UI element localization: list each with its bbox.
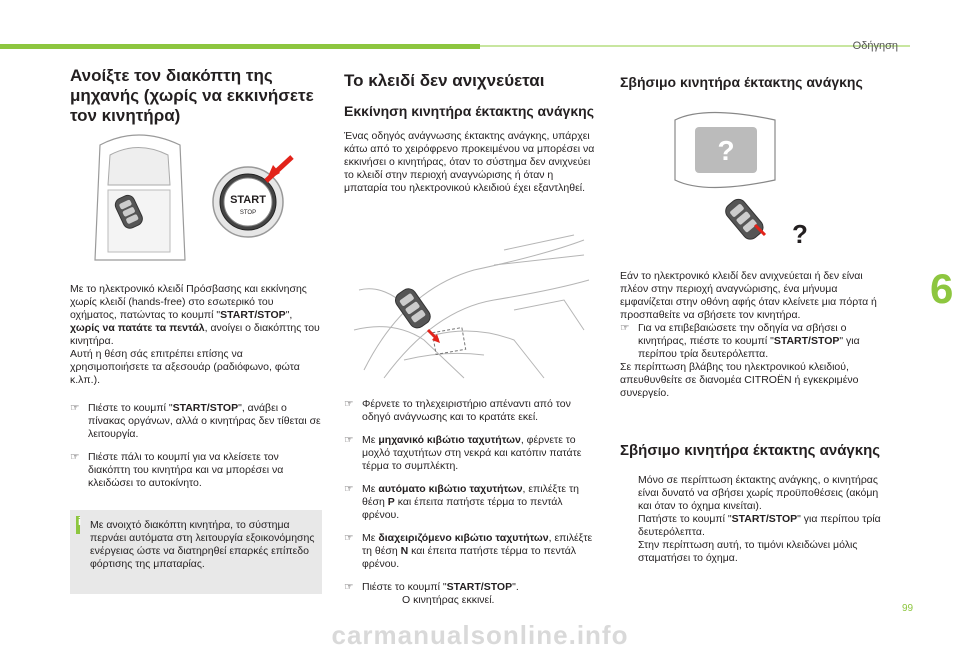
key-question-mark: ? — [792, 219, 808, 249]
text: ", — [285, 309, 293, 321]
chapter-number: 6 — [930, 265, 954, 312]
pointer-icon: ☞ — [620, 322, 630, 334]
middle-intro: Ένας οδηγός ανάγνωσης έκτακτης ανάγκης, … — [344, 130, 595, 194]
text: Πατήστε το κουμπί " — [638, 513, 732, 525]
start-button-illustration: START STOP — [70, 125, 322, 267]
console-key-svg — [353, 234, 590, 379]
text: Με — [362, 532, 379, 544]
text-bold: START/STOP — [172, 402, 239, 414]
left-title: Ανοίξτε τον διακόπτη της μηχανής (χωρίς … — [70, 66, 314, 125]
start-label: START — [230, 194, 266, 206]
bullet-item: ☞ Με αυτόματο κιβώτιο ταχυτήτων, επιλέξτ… — [344, 483, 596, 522]
key-not-detected-illustration: ? ? — [650, 105, 820, 255]
right-title-1: Σβήσιμο κινητήρα έκτακτης ανάγκης — [620, 74, 863, 90]
text: και έπειτα πατήστε τέρμα το πεντάλ φρένο… — [362, 496, 563, 521]
right-section-2: Σβήσιμο κινητήρα έκτακτης ανάγκης — [620, 442, 882, 459]
text: Πιέστε πάλι το κουμπί για να κλείσετε το… — [88, 451, 284, 489]
left-intro-paragraph-2: Αυτή η θέση σάς επιτρέπει επίσης να χρησ… — [70, 348, 300, 386]
right-section-2-body: Μόνο σε περίπτωση έκτακτης ανάγκης, ο κι… — [638, 474, 886, 565]
text: Ο κινητήρας εκκινεί. — [402, 594, 495, 606]
middle-column: Το κλειδί δεν ανιχνεύεται Εκκίνηση κινητ… — [344, 71, 596, 195]
right-body: Εάν το ηλεκτρονικό κλειδί δεν ανιχνεύετα… — [620, 270, 882, 400]
bullet-item: ☞ Για να επιβεβαιώσετε την οδηγία να σβή… — [620, 322, 882, 361]
text: Πιέστε το κουμπί " — [362, 581, 447, 593]
text: Με — [362, 483, 379, 495]
watermark: carmanualsonline.info — [331, 620, 629, 650]
pointer-icon: ☞ — [70, 402, 80, 414]
info-icon-letter: i — [78, 516, 82, 528]
text: , ανοίγει ο διακόπτης του κινητήρα. — [70, 322, 320, 347]
text: Με — [362, 434, 379, 446]
car-question-svg: ? ? — [674, 111, 808, 249]
bullet-item: ☞ Πιέστε πάλι το κουμπί για να κλείσετε … — [70, 451, 322, 490]
right-paragraph-4: Πατήστε το κουμπί "START/STOP" για περίπ… — [638, 513, 886, 539]
text-bold: START/STOP — [773, 335, 840, 347]
info-box: i Με ανοιχτό διακόπτη κινητήρα, το σύστη… — [70, 510, 322, 594]
info-text: Με ανοιχτό διακόπτη κινητήρα, το σύστημα… — [90, 519, 315, 570]
text: και έπειτα πατήστε τέρμα το πεντάλ φρένο… — [362, 545, 577, 570]
pointer-icon: ☞ — [344, 434, 354, 446]
page-number: 99 — [902, 603, 914, 614]
right-column: Σβήσιμο κινητήρα έκτακτης ανάγκης — [620, 74, 880, 91]
header-rule — [480, 45, 910, 47]
middle-bullets: ☞ Φέρνετε το τηλεχειριστήριο απέναντι απ… — [344, 398, 596, 607]
car-question-mark: ? — [717, 135, 734, 166]
text-bold: START/STOP — [446, 581, 513, 593]
text-bold: μηχανικό κιβώτιο ταχυτήτων — [378, 434, 521, 446]
bullet-item: ☞ Πιέστε το κουμπί "START/STOP", ανάβει … — [70, 402, 322, 441]
text: Πιέστε το κουμπί " — [88, 402, 173, 414]
text-bold: διαχειριζόμενο κιβώτιο ταχυτήτων — [378, 532, 549, 544]
pointer-icon: ☞ — [70, 451, 80, 463]
left-column: Ανοίξτε τον διακόπτη της μηχανής (χωρίς … — [70, 66, 322, 126]
text: " για περίπου τρία δευτερόλεπτα. — [638, 513, 881, 538]
text-bold: P — [387, 496, 395, 508]
middle-title: Το κλειδί δεν ανιχνεύεται — [344, 71, 545, 90]
text: , επιλέξτε τη θέση — [362, 483, 579, 508]
bullet-item: ☞ Με μηχανικό κιβώτιο ταχυτήτων, φέρνετε… — [344, 434, 596, 473]
middle-subtitle: Εκκίνηση κινητήρα έκτακτης ανάγκης — [344, 103, 594, 119]
text: " για περίπου τρία δευτερόλεπτα. — [638, 335, 860, 360]
stop-label: STOP — [240, 210, 256, 216]
right-paragraph-3: Μόνο σε περίπτωση έκτακτης ανάγκης, ο κι… — [638, 474, 879, 512]
right-paragraph-1: Εάν το ηλεκτρονικό κλειδί δεν ανιχνεύετα… — [620, 270, 877, 321]
text: , φέρνετε το μοχλό ταχυτήτων στη νεκρά κ… — [362, 434, 582, 472]
pointer-icon: ☞ — [344, 532, 354, 544]
left-intro-paragraph: Με το ηλεκτρονικό κλειδί Πρόσβασης και ε… — [70, 283, 322, 348]
header-accent-bar — [0, 44, 480, 49]
pointer-icon: ☞ — [344, 483, 354, 495]
info-icon — [76, 516, 80, 534]
text: Φέρνετε το τηλεχειριστήριο απέναντι από … — [362, 398, 571, 423]
text: ". — [512, 581, 519, 593]
pointer-icon: ☞ — [344, 398, 354, 410]
text-bold: N — [400, 545, 409, 557]
text-bold: START/STOP — [220, 309, 286, 321]
right-title-2: Σβήσιμο κινητήρα έκτακτης ανάγκης — [620, 442, 881, 459]
text: Για να επιβεβαιώσετε την οδηγία να σβήσε… — [638, 322, 847, 347]
section-title: Οδήγηση — [852, 40, 898, 52]
text-bold: αυτόματο κιβώτιο ταχυτήτων — [378, 483, 523, 495]
bullet-item: ☞ Φέρνετε το τηλεχειριστήριο απέναντι απ… — [344, 398, 596, 424]
right-paragraph-5: Στην περίπτωση αυτή, το τιμόνι κλειδώνει… — [638, 539, 858, 564]
text: Με το ηλεκτρονικό κλειδί Πρόσβασης και ε… — [70, 283, 307, 321]
right-paragraph-2: Σε περίπτωση βλάβης του ηλεκτρονικού κλε… — [620, 361, 859, 399]
emergency-reader-illustration — [344, 230, 596, 380]
text-bold: START/STOP — [731, 513, 798, 525]
text: ", ανάβει ο πίνακας οργάνων, αλλά ο κινη… — [88, 402, 321, 440]
left-bullets: ☞ Πιέστε το κουμπί "START/STOP", ανάβει … — [70, 402, 322, 490]
bullet-item: ☞ Με διαχειριζόμενο κιβώτιο ταχυτήτων, ε… — [344, 532, 596, 571]
bullet-item: ☞ Πιέστε το κουμπί "START/STOP". Ο κινητή… — [344, 581, 596, 607]
text-bold: χωρίς να πατάτε τα πεντάλ — [70, 322, 205, 334]
text: , επιλέξτε τη θέση — [362, 532, 593, 557]
left-intro: Με το ηλεκτρονικό κλειδί Πρόσβασης και ε… — [70, 283, 322, 387]
pointer-icon: ☞ — [344, 581, 354, 593]
car-key-start-svg: START STOP — [94, 134, 294, 261]
